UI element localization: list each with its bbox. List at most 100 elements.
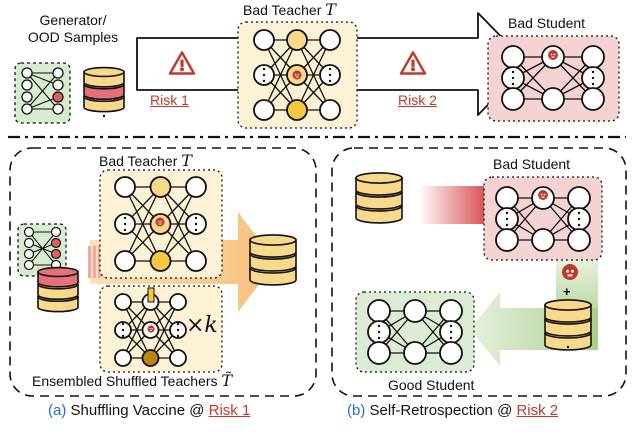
caption-b-risk: Risk 2	[516, 402, 559, 419]
net-dot	[176, 328, 180, 332]
net-node	[581, 45, 605, 69]
skull-eye	[553, 53, 556, 56]
net-node	[149, 250, 172, 272]
top-sample-stack	[83, 66, 125, 113]
net-dot	[505, 223, 509, 227]
source-label-line1: Generator/	[39, 12, 107, 28]
shuffled-bar	[147, 287, 155, 303]
net-dot	[328, 73, 332, 77]
plus-sign: +	[563, 284, 571, 299]
net-edge	[124, 186, 162, 262]
caption-b: (b) Self-Retrospection @ Risk 2	[347, 402, 558, 419]
skull-teeth	[149, 330, 153, 331]
skull-eye	[157, 220, 160, 223]
stack-dot	[102, 114, 106, 118]
skull-icon	[155, 217, 165, 227]
gen-node	[21, 67, 33, 79]
net-dot	[591, 82, 595, 86]
caption-a-risk: Risk 1	[208, 402, 251, 419]
skull-eye	[543, 193, 546, 196]
warning-dot	[180, 67, 184, 72]
disk-top	[37, 266, 79, 278]
warning-icon	[168, 51, 196, 75]
panel-b-input-stack	[355, 172, 403, 224]
gen-node	[23, 237, 35, 249]
skull-eye	[151, 327, 153, 330]
net-node	[567, 228, 591, 252]
net-node	[581, 87, 605, 111]
net-node	[141, 349, 160, 367]
panel-b-red-bar	[418, 186, 484, 224]
skull-bg	[147, 325, 155, 333]
skull-bg	[562, 264, 578, 280]
skull-teeth	[567, 274, 573, 277]
panel-a-output-stack	[249, 234, 297, 286]
skull-teeth	[158, 223, 162, 225]
net-node	[169, 349, 187, 367]
net-dot	[449, 324, 453, 328]
net-edge	[122, 301, 152, 359]
net-dot	[176, 322, 180, 326]
skull-eye	[160, 220, 163, 223]
disk-top	[355, 172, 403, 184]
panel-b-bad-student-net	[495, 186, 591, 252]
panel-b-bad-student-label: Bad Student	[493, 156, 571, 172]
net-dot	[377, 336, 381, 340]
net-edge	[149, 301, 179, 359]
caption-a-letter: (a)	[48, 402, 67, 419]
net-node	[439, 341, 463, 365]
caption-b-text: Self-Retrospection @	[365, 402, 517, 419]
net-node	[114, 293, 132, 311]
net-dot	[577, 217, 581, 221]
net-dot	[194, 216, 198, 220]
panel-b-frame	[331, 147, 627, 397]
panel-b-good-student-net	[367, 299, 463, 365]
skull-teeth	[295, 76, 299, 78]
source-label: Generator/ OOD Samples	[12, 12, 134, 46]
net-node	[495, 228, 519, 252]
net-node	[114, 349, 132, 367]
panel-a-shuffled-net	[114, 293, 187, 367]
net-node	[567, 186, 591, 210]
net-dot	[328, 67, 332, 71]
skull-eye	[149, 327, 151, 330]
skull-eye	[540, 193, 543, 196]
net-dot	[505, 217, 509, 221]
net-dot	[121, 328, 125, 332]
gen-node	[21, 91, 33, 103]
top-teacher-label: Bad Teacher	[243, 2, 322, 18]
net-dot	[123, 216, 127, 220]
skull-bg	[292, 70, 302, 80]
net-dot	[262, 79, 266, 83]
skull-eye	[570, 269, 574, 273]
caption-b-letter: (b)	[347, 402, 366, 419]
skull-bg	[548, 50, 558, 60]
gen-node	[23, 226, 35, 238]
skull-icon	[292, 70, 302, 80]
warning-bar	[411, 59, 415, 67]
top-teacher-title: Bad Teacher T	[243, 0, 336, 19]
net-node	[319, 29, 341, 51]
gen-node	[50, 248, 62, 260]
gen-node	[23, 259, 35, 271]
net-dot	[577, 211, 581, 215]
skull-eye	[294, 73, 297, 76]
net-node	[149, 176, 172, 198]
gen-node	[52, 91, 64, 103]
net-node	[531, 228, 555, 252]
gen-node	[52, 67, 64, 79]
net-node	[541, 87, 565, 111]
gen-node	[50, 237, 62, 249]
net-node	[114, 250, 136, 272]
net-node	[286, 99, 308, 121]
net-dot	[123, 228, 127, 232]
ensemble-title: Ensembled Shuffled Teachers T̃	[32, 371, 232, 390]
gen-node	[23, 248, 35, 260]
stack-dot	[566, 345, 570, 349]
gen-edge	[26, 72, 59, 110]
panel-b-output-stack	[544, 299, 592, 351]
skull-icon	[538, 190, 548, 200]
warning-dot	[411, 67, 415, 72]
